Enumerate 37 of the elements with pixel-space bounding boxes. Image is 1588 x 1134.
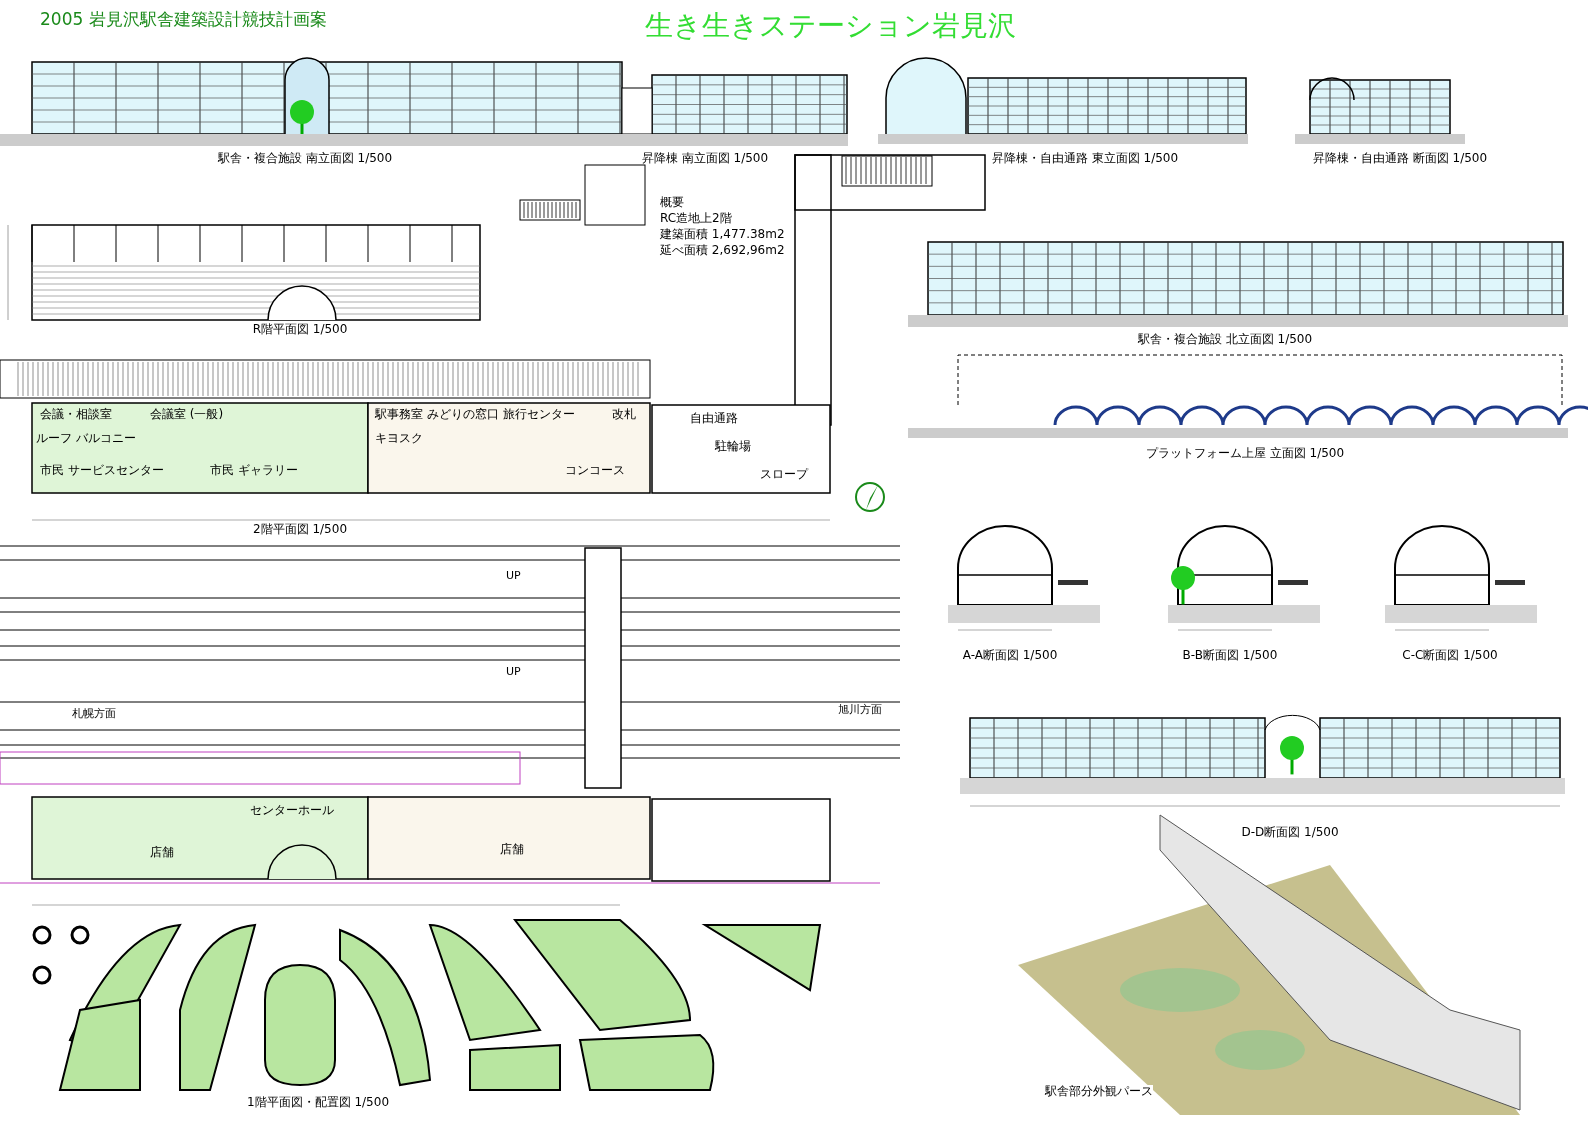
drawing-caption: 昇降棟・自由通路 東立面図 1/500 <box>991 152 1179 166</box>
drawing-caption: 2階平面図 1/500 <box>253 523 347 537</box>
room-label: 市民 ギャラリー <box>210 464 298 478</box>
room-label: 店舗 <box>150 846 174 860</box>
direction-label: 旭川方面 <box>838 704 882 717</box>
room-label: コンコース <box>565 464 625 478</box>
room-label: 改札 <box>612 408 636 422</box>
drawing-caption: A-A断面図 1/500 <box>962 649 1058 663</box>
room-label: 会議・相談室 <box>40 408 112 422</box>
summary-heading: 概要 <box>660 196 684 210</box>
room-label: スロープ <box>760 468 808 482</box>
drawing-caption: 駅舎・複合施設 南立面図 1/500 <box>217 152 393 166</box>
drawing-caption: プラットフォーム上屋 立面図 1/500 <box>1145 447 1345 461</box>
drawing-caption: 駅舎部分外観パース <box>1045 1085 1153 1099</box>
drawing-caption: 駅舎・複合施設 北立面図 1/500 <box>1137 333 1313 347</box>
drawing-caption: 1階平面図・配置図 1/500 <box>247 1096 389 1110</box>
room-label: ルーフ バルコニー <box>36 432 136 446</box>
room-label: 駅事務室 みどりの窓口 旅行センター <box>375 408 575 422</box>
drawing-caption: C-C断面図 1/500 <box>1402 649 1498 663</box>
room-label: 自由通路 <box>690 412 738 426</box>
room-label: 店舗 <box>500 843 524 857</box>
summary-text: 延べ面積 2,692,96m2 <box>660 244 785 258</box>
room-label: キヨスク <box>375 432 423 446</box>
drawing-caption: D-D断面図 1/500 <box>1241 826 1339 840</box>
sheet-title: 生き生きステーション岩見沢 <box>644 10 1016 43</box>
summary-text: 建築面積 1,477.38m2 <box>660 228 785 242</box>
project-heading: 2005 岩見沢駅舎建築設計競技計画案 <box>40 10 327 30</box>
room-label: 会議室 (一般) <box>150 408 224 422</box>
drawing-caption: R階平面図 1/500 <box>252 323 348 337</box>
room-label: 駐輪場 <box>715 440 751 454</box>
room-label: センターホール <box>250 804 334 818</box>
drawing-caption: 昇降棟・自由通路 断面図 1/500 <box>1312 152 1488 166</box>
drawing-caption: B-B断面図 1/500 <box>1182 649 1278 663</box>
summary-text: RC造地上2階 <box>660 212 732 226</box>
direction-label: 札幌方面 <box>72 708 116 721</box>
room-label: 市民 サービスセンター <box>40 464 164 478</box>
drawing-caption: 昇降棟 南立面図 1/500 <box>641 152 769 166</box>
